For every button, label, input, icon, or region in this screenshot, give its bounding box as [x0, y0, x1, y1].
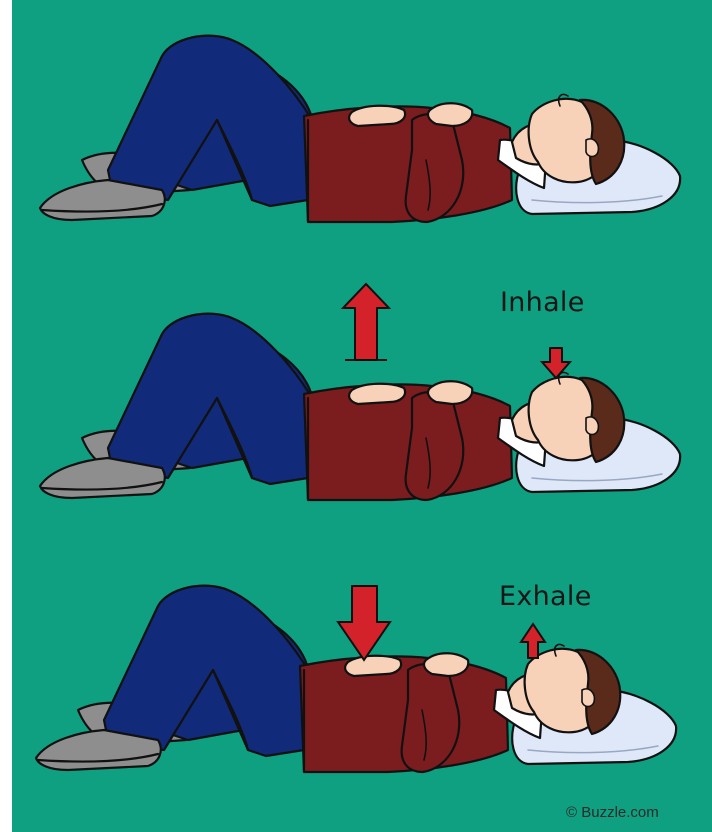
abdomen-up-arrow-icon [343, 284, 389, 360]
credit-text: © Buzzle.com [566, 804, 659, 821]
exhale-label: Exhale [499, 581, 592, 612]
inhale-label: Inhale [500, 287, 585, 318]
illustration-canvas: Inhale Exhale © Buzzle.com [12, 0, 712, 832]
abdomen-down-arrow-icon [338, 586, 390, 660]
breathing-exercise-illustration [12, 0, 712, 832]
person-resting [40, 36, 680, 222]
